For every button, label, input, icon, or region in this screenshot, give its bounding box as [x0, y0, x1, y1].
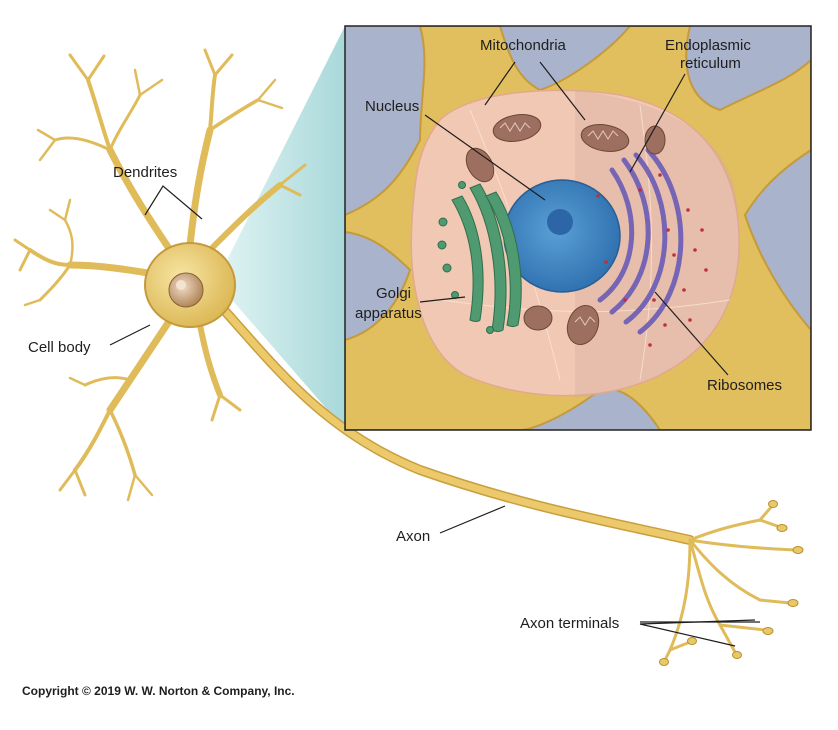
dendrites-branches: [13, 48, 307, 502]
axon-terminal-bulbs: [659, 500, 804, 666]
axon-shape: [210, 295, 695, 545]
label-apparatus: apparatus: [355, 305, 422, 322]
label-dendrites: Dendrites: [113, 164, 177, 181]
label-endoplasmic: Endoplasmic: [665, 37, 751, 54]
label-nucleus: Nucleus: [365, 98, 419, 115]
cell-body-shape: [144, 242, 236, 328]
cell-body-inset: [344, 25, 812, 431]
label-reticulum: reticulum: [680, 55, 741, 72]
label-axon-terminals: Axon terminals: [520, 615, 619, 632]
copyright-notice: Copyright © 2019 W. W. Norton & Company,…: [22, 684, 295, 698]
leader-lines: [109, 61, 760, 647]
label-axon: Axon: [396, 528, 430, 545]
neuron: [13, 26, 804, 666]
callout-wedge: [228, 26, 345, 430]
label-cell-body: Cell body: [28, 339, 91, 356]
axon-terminal-branches: [663, 504, 797, 662]
label-golgi: Golgi: [376, 285, 411, 302]
label-ribosomes: Ribosomes: [707, 377, 782, 394]
label-mitochondria: Mitochondria: [480, 37, 567, 54]
labels: Dendrites Cell body Axon Axon terminals …: [28, 37, 782, 632]
